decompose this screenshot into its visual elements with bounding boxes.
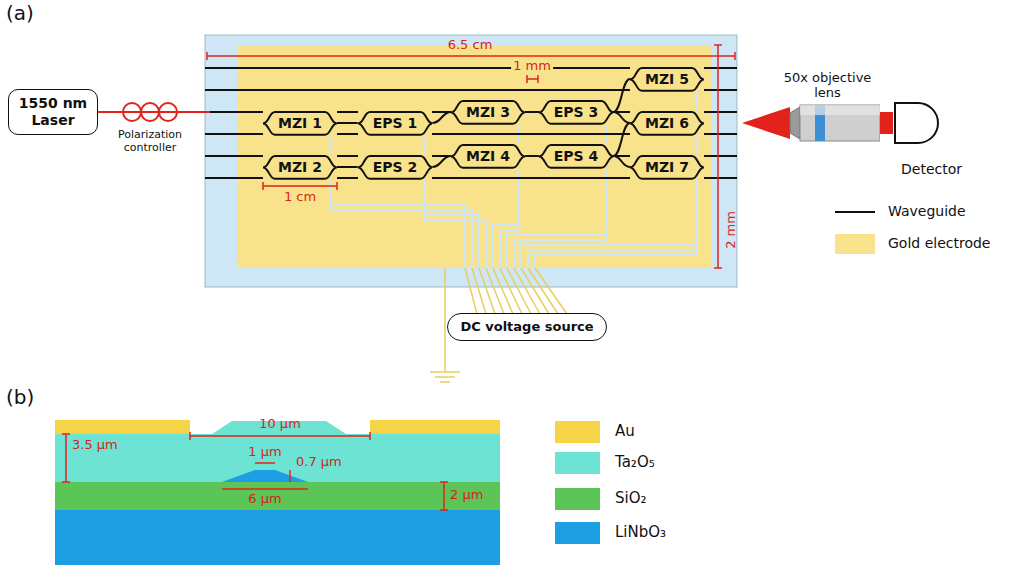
light-path [98, 111, 102, 113]
mzi-interferometer: MZI 2 [263, 154, 337, 181]
wire [514, 268, 540, 314]
objective-lens: 50x objective lens [775, 70, 880, 145]
dimension-label: 2 mm [724, 211, 738, 249]
legend-text: Waveguide [888, 204, 966, 219]
legend-line [835, 211, 875, 213]
waveguide-link [337, 166, 358, 168]
lens-body [775, 101, 880, 145]
node-label: MZI 1 [278, 115, 322, 132]
waveguide-link [525, 111, 539, 113]
node-label: DC voltage source [460, 319, 593, 335]
wire [528, 268, 558, 314]
mzi-interferometer: MZI 1 [263, 110, 337, 137]
waveguide-link [432, 112, 451, 123]
polarization-controller: Polarization controller [102, 96, 198, 154]
dc-source-box: DC voltage source [447, 313, 606, 341]
node-label: 50x objective lens [775, 70, 880, 101]
waveguide-link [525, 155, 539, 157]
fiber [196, 111, 210, 113]
node-label: Polarization controller [102, 128, 198, 154]
electrode-gap [535, 180, 697, 268]
node-label: EPS 2 [373, 159, 418, 176]
electrode-gap [500, 169, 518, 268]
waveguides [205, 68, 737, 178]
node-label: MZI 7 [645, 159, 689, 176]
waveguide-link [613, 123, 630, 156]
node-label: MZI 3 [466, 104, 510, 121]
dimension-label: 1 mm [511, 59, 553, 73]
node-label: Detector [901, 161, 962, 178]
detector: Detector [893, 101, 962, 178]
waveguide-link [613, 112, 630, 123]
wire [465, 268, 477, 314]
dimension-label: 1 µm [248, 445, 281, 459]
node-label: MZI 5 [645, 71, 689, 88]
gold-electrode [238, 45, 712, 268]
dimension-label: 0.7 µm [296, 455, 342, 469]
legend-text: SiO₂ [615, 490, 647, 507]
detector-shape [893, 101, 948, 145]
legend-text: Gold electrode [888, 236, 990, 251]
cross-section [55, 420, 500, 565]
wire [486, 268, 504, 314]
wire [521, 268, 549, 314]
phase-shifter: EPS 4 [539, 143, 614, 170]
dimension-label: 6.5 cm [448, 38, 493, 52]
node-label: 1550 nm Laser [17, 95, 89, 129]
legend-swatch [555, 522, 600, 544]
node-label: MZI 6 [645, 115, 689, 132]
wire [479, 268, 495, 314]
legend-swatch [555, 421, 600, 443]
node-label: MZI 4 [466, 148, 510, 165]
phase-shifter: EPS 2 [358, 154, 433, 181]
legend-text: Au [615, 423, 635, 440]
phase-shifter: EPS 3 [539, 99, 614, 126]
dimension-label: 2 µm [450, 488, 483, 502]
legend-swatch [835, 234, 875, 254]
electrode-wires [465, 268, 567, 314]
wire [472, 268, 486, 314]
mzi-interferometer: MZI 4 [451, 143, 525, 170]
light-cone [742, 107, 790, 139]
dimension-label: 6 µm [248, 492, 281, 506]
mzi-interferometer: MZI 6 [630, 110, 704, 137]
dimension-label: 10 µm [259, 417, 301, 431]
panel-label: (b) [6, 386, 34, 408]
mzi-interferometer: MZI 3 [451, 99, 525, 126]
mzi-interferometer: MZI 5 [630, 66, 704, 93]
dimension-lines [62, 432, 448, 510]
mzi-interferometer: MZI 7 [630, 154, 704, 181]
node-label: EPS 4 [554, 148, 599, 165]
node-label: EPS 3 [554, 104, 599, 121]
legend-swatch [555, 452, 600, 474]
waveguide-link [613, 79, 630, 112]
fiber-loops [102, 96, 198, 128]
node-label: EPS 1 [373, 115, 418, 132]
legend-swatch [555, 488, 600, 510]
laser-box: 1550 nm Laser [8, 89, 98, 135]
legend-text: Ta₂O₅ [615, 454, 655, 471]
dimension-lines [207, 45, 735, 268]
phase-shifter: EPS 1 [358, 110, 433, 137]
legend-text: LiNbO₃ [615, 524, 666, 541]
panel-label: (a) [6, 2, 34, 24]
light-path [880, 112, 893, 134]
chip-substrate [205, 35, 737, 287]
waveguide-link [337, 122, 358, 124]
electrode-gap [425, 180, 486, 268]
waveguide-link [613, 156, 630, 167]
electrode-gap [330, 180, 472, 268]
wire [535, 268, 567, 314]
waveguide-link [432, 156, 451, 167]
dimension-label: 3.5 µm [72, 438, 118, 452]
node-label: MZI 2 [278, 159, 322, 176]
dimension-label: 1 cm [282, 190, 318, 204]
